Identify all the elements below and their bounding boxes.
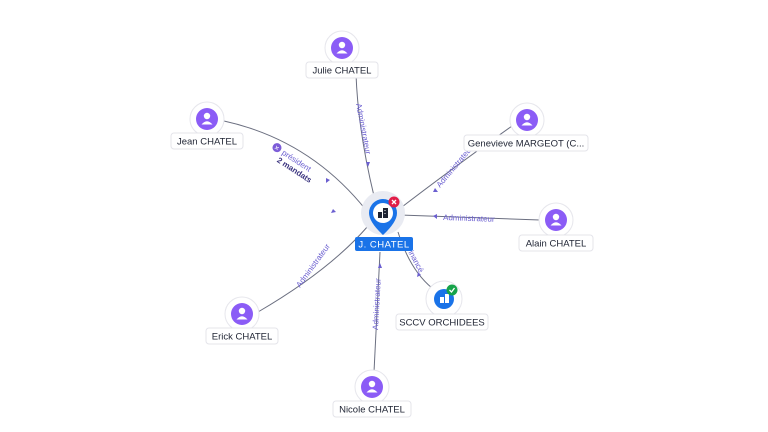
edge-label-alain: Administrateur — [443, 213, 495, 224]
person-label-alain[interactable]: Alain CHATEL — [526, 239, 587, 250]
edge-label-group-jean: ✕ président 2 mandats — [271, 141, 314, 185]
arrow-alain — [433, 214, 437, 219]
check-icon — [446, 284, 458, 296]
person-label-erick[interactable]: Erick CHATEL — [212, 332, 273, 343]
edge-jean[interactable] — [223, 120, 367, 211]
arrow-genevieve — [433, 188, 438, 192]
person-label-jean[interactable]: Jean CHATEL — [177, 137, 237, 148]
arrow-company — [417, 272, 421, 277]
person-icon — [203, 112, 211, 120]
arrow-nicole — [378, 263, 382, 268]
person-node-julie[interactable] — [324, 30, 360, 66]
person-icon — [238, 307, 246, 315]
person-node-erick[interactable] — [224, 296, 260, 332]
center-label[interactable]: J. CHATEL — [358, 240, 409, 251]
person-label-genevieve[interactable]: Genevieve MARGEOT (C... — [468, 139, 585, 150]
close-icon-glyph: ✕ — [272, 145, 279, 153]
person-node-genevieve[interactable] — [509, 102, 545, 138]
edge-julie[interactable] — [355, 73, 375, 197]
person-node-alain[interactable] — [538, 202, 574, 238]
building-icon — [440, 294, 449, 303]
company-label[interactable]: SCCV ORCHIDEES — [399, 318, 485, 329]
person-labels: Julie CHATEL Jean CHATEL Genevieve MARGE… — [170, 61, 594, 418]
person-icon — [368, 380, 376, 388]
person-node-jean[interactable] — [189, 101, 225, 137]
edge-alain[interactable] — [399, 214, 541, 221]
person-icon — [552, 213, 560, 221]
building-icon — [378, 208, 388, 218]
arrow-jean — [326, 178, 330, 183]
edge-label-julie: Administrateur — [354, 103, 373, 156]
edge-label-nicole: Administrateur — [371, 278, 383, 330]
person-label-julie[interactable]: Julie CHATEL — [313, 66, 372, 77]
edge-nicole[interactable] — [373, 251, 381, 373]
center-node[interactable] — [361, 191, 405, 235]
person-node-nicole[interactable] — [354, 369, 390, 405]
person-label-nicole[interactable]: Nicole CHATEL — [339, 405, 405, 416]
center-label-box[interactable] — [355, 237, 413, 251]
company-node-sccv[interactable] — [425, 280, 463, 318]
close-icon[interactable] — [271, 141, 283, 153]
arrow-julie — [366, 162, 370, 167]
edge-erick[interactable] — [257, 225, 369, 313]
person-icon — [523, 113, 531, 121]
edge-arrows — [326, 162, 438, 277]
person-icon — [338, 41, 346, 49]
arrow-erick — [331, 209, 336, 213]
